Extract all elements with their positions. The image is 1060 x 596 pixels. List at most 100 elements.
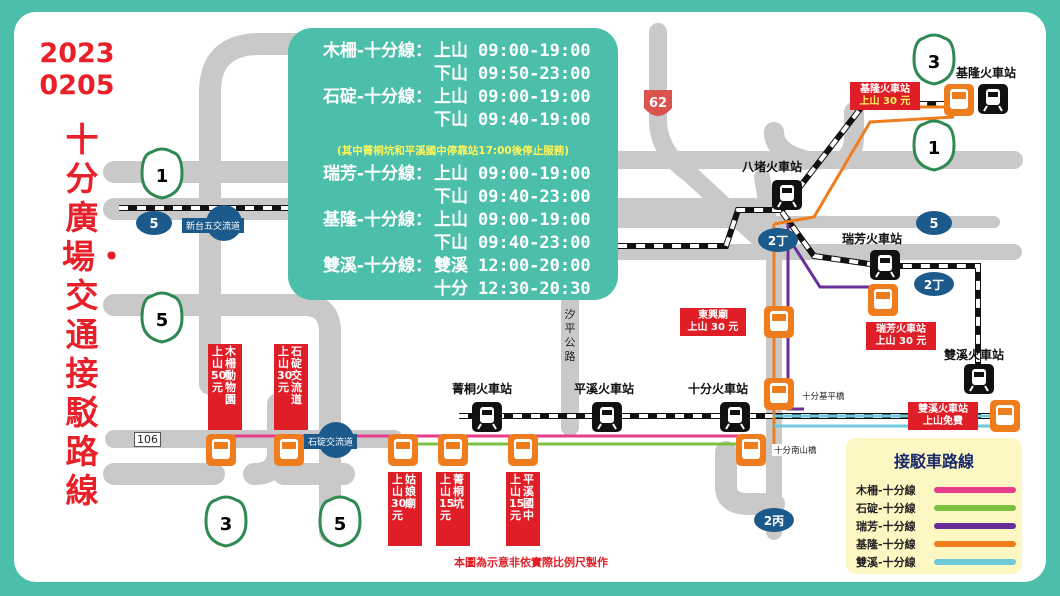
footnote: 本圖為示意非依實際比例尺製作	[454, 556, 608, 569]
schedule-row: 下山 09:50-23:00	[288, 63, 618, 85]
legend-swatch	[934, 523, 1016, 529]
fare-amount: 上山 30 元	[859, 96, 911, 107]
station-badu: 八堵火車站	[742, 160, 803, 174]
fare-stop-name: 基隆火車站	[860, 84, 910, 95]
schedule-row: 下山 09:40-23:00	[288, 186, 618, 208]
train-icon-ruifang	[870, 250, 900, 280]
fare-amount: 上山 30 元	[875, 336, 927, 347]
shield-3-bottom: 3	[204, 495, 248, 548]
svg-text:2丁: 2丁	[924, 278, 944, 292]
bus-stop-icon	[944, 84, 974, 116]
bus-stop-icon	[274, 434, 304, 466]
direction: 上山	[434, 41, 468, 61]
time: 09:40-23:00	[478, 187, 591, 207]
fare-box-dongxing: 東興廟上山 30 元	[680, 308, 746, 336]
train-icon-keelung	[978, 84, 1008, 114]
fare-box-ruifang: 瑞芳火車站上山 30 元	[866, 322, 936, 350]
fare-sign-jingtong: 上山15元菁桐坑	[436, 472, 470, 546]
direction: 下山	[434, 64, 468, 84]
shield-5-bottom: 5	[318, 495, 362, 548]
schedule-row: 石碇-十分線：上山 09:00-19:00	[288, 86, 618, 108]
bus-stop-icon	[388, 434, 418, 466]
legend-label: 石碇-十分線	[856, 502, 916, 515]
fare-sign-mushan: 上山50元木柵動物園	[208, 344, 242, 430]
station-shifen: 十分火車站	[688, 382, 749, 396]
direction: 下山	[434, 233, 468, 253]
legend-item: 瑞芳-十分線	[856, 518, 1016, 534]
direction: 下山	[434, 110, 468, 130]
route-62-label: 62	[649, 96, 667, 111]
bus-stop-icon	[764, 378, 794, 410]
svg-text:3: 3	[928, 52, 941, 73]
page-title: 十分廣場・交通接駁路線	[62, 120, 128, 510]
legend-label: 基隆-十分線	[856, 538, 916, 551]
time: 09:40-23:00	[478, 233, 591, 253]
direction: 上山	[434, 210, 468, 230]
road-label-xintai: 新台五交流道	[182, 218, 245, 233]
time: 12:30-20:30	[478, 279, 591, 299]
station-pingxi: 平溪火車站	[574, 382, 635, 396]
legend-label: 木柵-十分線	[856, 484, 916, 497]
train-icon-jingtong	[472, 402, 502, 432]
bus-stop-icon	[438, 434, 468, 466]
fare-box-keelung: 基隆火車站上山 30 元	[850, 82, 920, 110]
road-label-jipin: 十分基平橋	[800, 390, 847, 402]
svg-text:5: 5	[334, 514, 347, 535]
time: 09:50-23:00	[478, 64, 591, 84]
shield-1-left: 1	[140, 147, 184, 200]
legend-title: 接駁車路線	[893, 452, 974, 471]
route-name: 瑞芳-十分線：	[322, 164, 432, 184]
train-stations	[472, 84, 1008, 432]
bus-stop-icon	[990, 400, 1020, 432]
date-label: 2023 0205	[34, 38, 120, 102]
legend-swatch	[934, 505, 1016, 511]
svg-text:1: 1	[928, 138, 941, 159]
train-icon-pingxi	[592, 402, 622, 432]
legend-item: 雙溪-十分線	[856, 554, 1016, 570]
time: 09:00-19:00	[478, 41, 591, 61]
bus-stop-icon	[868, 284, 898, 316]
fare-amount: 上山15元	[509, 473, 525, 522]
fare-sign-pingxi: 上山15元平溪國中	[506, 472, 540, 546]
route-name: 石碇-十分線：	[322, 87, 432, 107]
fare-stop-name: 雙溪火車站	[918, 404, 968, 415]
svg-text:5: 5	[156, 310, 169, 331]
fare-amount: 上山50元	[211, 345, 227, 394]
direction: 雙溪	[434, 256, 468, 276]
fare-stop-name: 木柵動物園	[225, 345, 236, 406]
svg-text:5: 5	[149, 217, 158, 232]
road-label-shiding: 石碇交流道	[304, 434, 358, 449]
fare-amount: 上山 30 元	[687, 322, 739, 333]
svg-text:5: 5	[929, 217, 938, 232]
svg-text:3: 3	[220, 514, 233, 535]
svg-text:1: 1	[156, 166, 169, 187]
station-jingtong: 菁桐火車站	[452, 382, 513, 396]
legend-swatch	[934, 487, 1016, 493]
legend-item: 木柵-十分線	[856, 482, 1016, 498]
legend-item: 基隆-十分線	[856, 536, 1016, 552]
direction: 下山	[434, 187, 468, 207]
shield-1-right: 1	[912, 119, 956, 172]
schedule-row: 下山 09:40-23:00	[288, 232, 618, 254]
bus-stop-icon	[736, 434, 766, 466]
station-ruifang: 瑞芳火車站	[842, 232, 903, 246]
route-name: 木柵-十分線：	[322, 41, 432, 61]
legend: 接駁車路線 木柵-十分線 石碇-十分線 瑞芳-十分線 基隆-十分線 雙溪-十分線	[846, 438, 1022, 574]
fare-sign-gupo: 上山30元姑娘廟	[388, 472, 422, 546]
train-icon-badu	[772, 180, 802, 210]
legend-label: 瑞芳-十分線	[856, 520, 916, 533]
fare-sign-shiding: 上山30元石碇交流道	[274, 344, 308, 430]
direction: 上山	[434, 87, 468, 107]
shield-5-left: 5	[140, 291, 184, 344]
time: 09:00-19:00	[478, 164, 591, 184]
fare-amount: 上山免費	[923, 416, 963, 427]
fare-stop-name: 菁桐坑	[453, 473, 464, 510]
time: 09:00-19:00	[478, 87, 591, 107]
bus-stop-icon	[206, 434, 236, 466]
map-card: 62 1 5 3 5 3 1 5 5 2丁 2丁 2丙	[14, 12, 1046, 582]
date-month-day: 0205	[39, 70, 115, 101]
legend-swatch	[934, 541, 1016, 547]
